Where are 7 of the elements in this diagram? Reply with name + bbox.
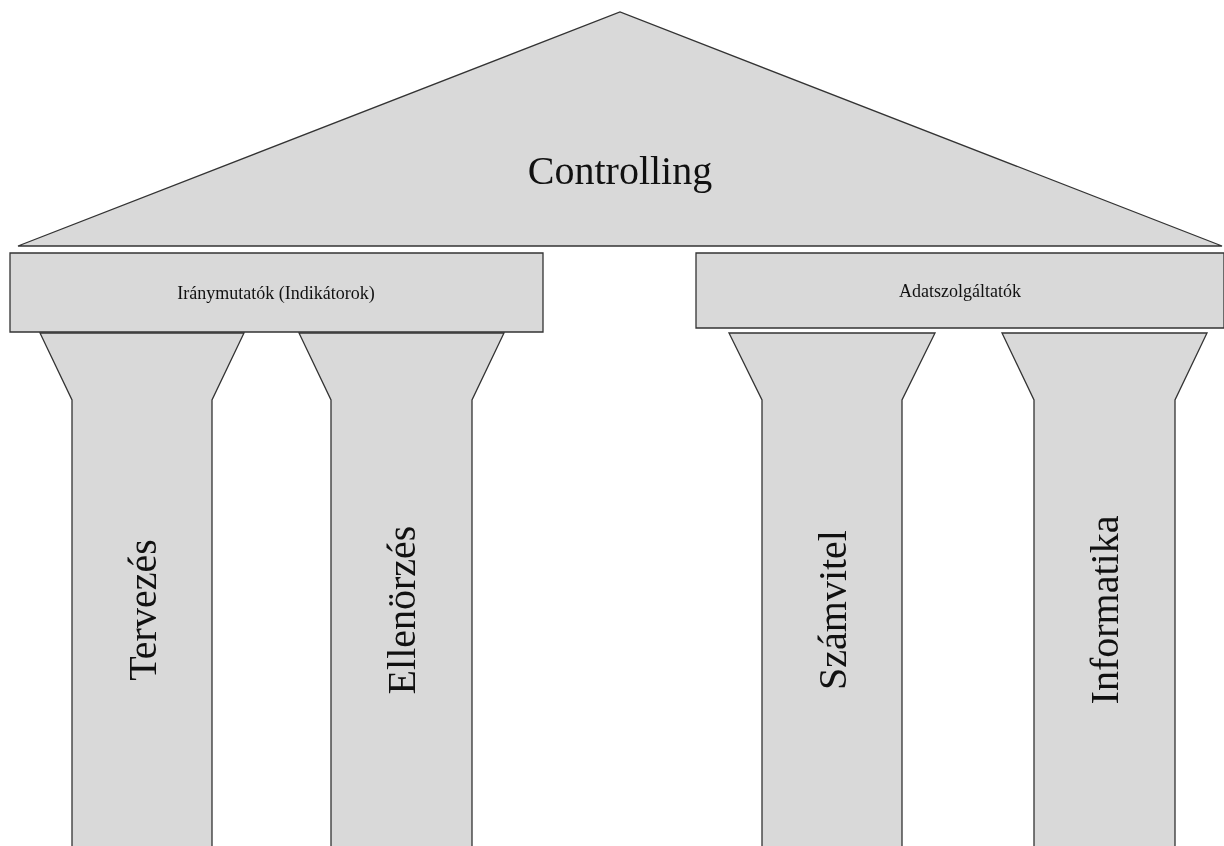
beam-label: Iránymutatók (Indikátorok): [177, 282, 375, 304]
roof-label: Controlling: [527, 146, 713, 194]
pillar-label: Tervezés: [118, 539, 166, 681]
pillar-label: Számvitel: [808, 530, 856, 690]
pillar-label: Informatika: [1080, 515, 1128, 705]
beam-label: Adatszolgáltatók: [899, 280, 1021, 302]
pillar-label: Ellenörzés: [377, 525, 425, 695]
